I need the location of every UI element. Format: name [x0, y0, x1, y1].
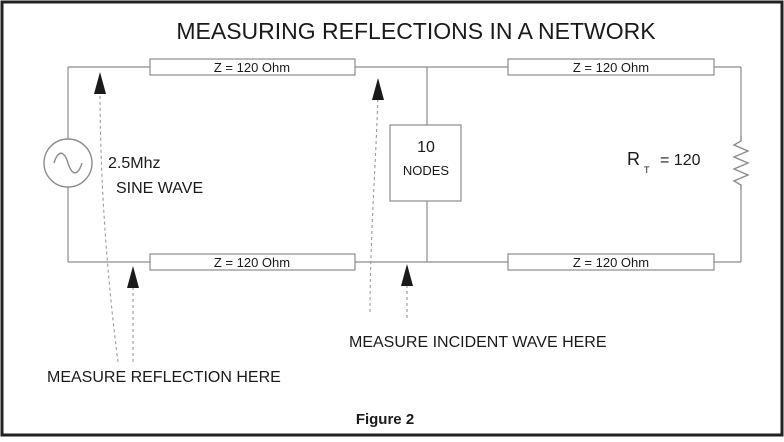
impedance-top-right: Z = 120 Ohm [507, 58, 715, 76]
resistor-icon [732, 136, 750, 190]
impedance-label: Z = 120 Ohm [573, 60, 649, 75]
reflection-annotation: MEASURE REFLECTION HERE [47, 369, 281, 386]
measurement-arrows [94, 72, 413, 363]
nodes-box: 10 NODES [389, 124, 462, 202]
impedance-bottom-left: Z = 120 Ohm [149, 253, 356, 271]
diagram-title: MEASURING REFLECTIONS IN A NETWORK [176, 18, 656, 44]
source-waveform: SINE WAVE [116, 180, 203, 197]
terminator-subscript: T [644, 165, 650, 175]
impedance-label: Z = 120 Ohm [214, 255, 290, 270]
incident-annotation: MEASURE INCIDENT WAVE HERE [349, 334, 607, 351]
impedance-box [149, 253, 356, 271]
figure-caption: Figure 2 [356, 411, 414, 428]
incident-guide-top [369, 94, 379, 313]
impedance-box [507, 58, 715, 76]
arrow-up-icon [94, 72, 106, 94]
terminator-value: = 120 [660, 152, 701, 169]
terminator-symbol: R [627, 149, 640, 169]
reflection-guide-top [99, 87, 119, 363]
arrow-up-icon [401, 264, 413, 286]
nodes-label: NODES [403, 163, 450, 178]
sine-source-icon [43, 138, 93, 188]
source-frequency: 2.5Mhz [108, 155, 160, 172]
nodes-count: 10 [417, 139, 435, 156]
impedance-label: Z = 120 Ohm [573, 255, 649, 270]
arrow-up-icon [372, 78, 384, 100]
impedance-box [149, 58, 356, 76]
impedance-box [507, 253, 715, 271]
impedance-top-left: Z = 120 Ohm [149, 58, 356, 76]
arrow-up-icon [127, 266, 139, 288]
impedance-bottom-right: Z = 120 Ohm [507, 253, 715, 271]
circuit-wires [67, 66, 742, 263]
impedance-label: Z = 120 Ohm [214, 60, 290, 75]
